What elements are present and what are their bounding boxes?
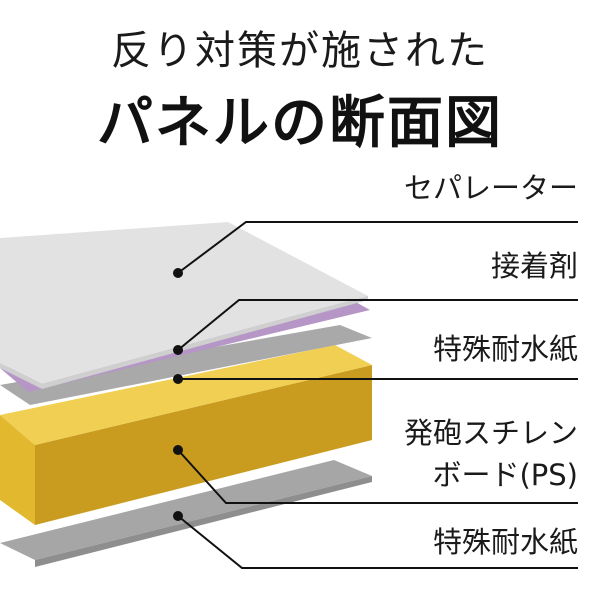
label-adhesive: 接着剤: [490, 249, 578, 283]
title-line-1: 反り対策が施された: [111, 28, 489, 74]
leader-dot-paper-top: [173, 374, 183, 384]
label-foam-board-line-1: 発砲スチレン: [403, 416, 578, 450]
leader-dot-separator: [173, 268, 183, 278]
label-separator: セパレーター: [403, 171, 578, 205]
label-waterproof-paper-top: 特殊耐水紙: [432, 332, 578, 366]
layer-foam-top: [0, 345, 372, 445]
leader-line-foam: [177, 449, 578, 504]
layer-bottom-paper-side: [35, 476, 372, 567]
leader-dot-foam: [173, 445, 183, 455]
layer-foam-side: [35, 365, 372, 525]
label-waterproof-paper-bottom: 特殊耐水紙: [432, 525, 578, 559]
layer-foam-front: [0, 415, 35, 525]
leader-dot-paper-bottom: [173, 511, 183, 521]
layer-separator: [0, 222, 368, 384]
leader-line-adhesive: [177, 299, 578, 351]
title-line-2: パネルの断面図: [97, 91, 503, 156]
layer-top-paper: [0, 325, 372, 405]
leader-line-paper-bottom: [177, 515, 578, 569]
leader-line-separator: [177, 221, 578, 274]
leader-dot-adhesive: [173, 345, 183, 355]
label-foam-board-line-2: ボード(PS): [432, 458, 578, 492]
layer-bottom-paper: [0, 460, 372, 560]
